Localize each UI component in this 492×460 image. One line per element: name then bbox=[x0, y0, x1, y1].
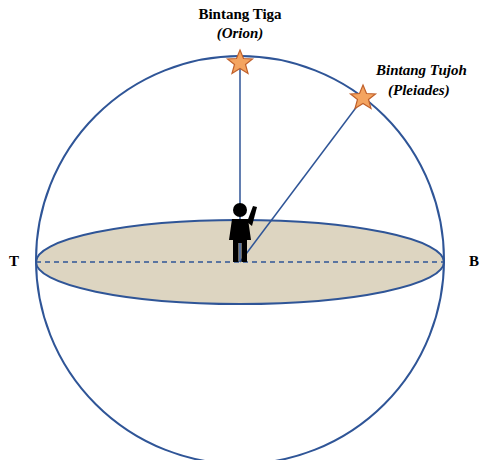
star-symbol bbox=[228, 50, 253, 74]
sight-line bbox=[240, 101, 361, 262]
direction-label: T bbox=[9, 253, 19, 270]
observer-figure bbox=[229, 203, 257, 262]
star-label: (Orion) bbox=[217, 25, 264, 42]
star-label: Bintang Tujoh bbox=[376, 62, 467, 79]
sphere-outline bbox=[36, 56, 444, 460]
star-label: Bintang Tiga bbox=[198, 6, 281, 23]
direction-label: B bbox=[469, 253, 479, 270]
star-label: (Pleiades) bbox=[388, 82, 450, 99]
star-symbol bbox=[351, 85, 376, 109]
